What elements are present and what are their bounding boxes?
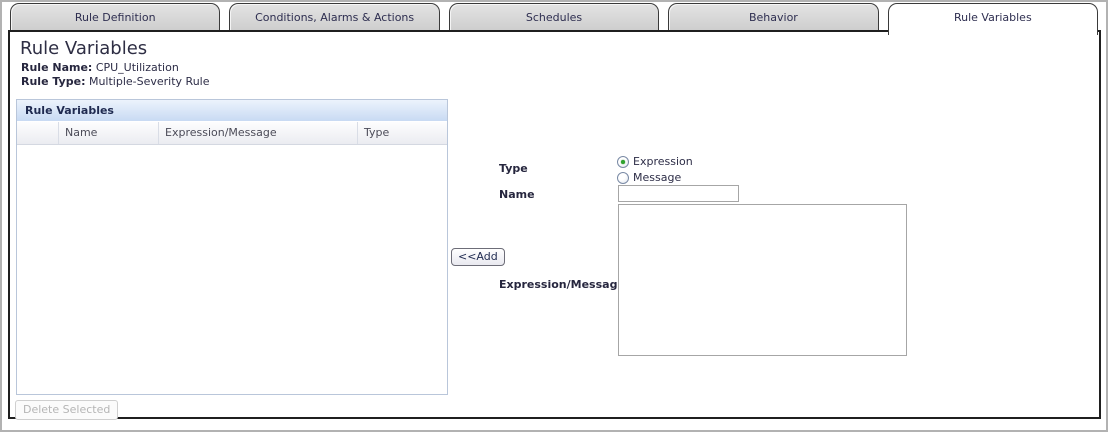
rule-name-label: Rule Name:	[21, 61, 93, 74]
table-body[interactable]	[17, 145, 447, 394]
radio-message-label: Message	[633, 171, 682, 184]
tab-label: Conditions, Alarms & Actions	[255, 10, 415, 24]
radio-option-message[interactable]: Message	[617, 170, 693, 185]
type-label: Type	[499, 162, 528, 175]
rule-type-value: Multiple-Severity Rule	[88, 75, 210, 88]
name-label: Name	[499, 188, 535, 201]
tab-label: Rule Variables	[953, 11, 1032, 24]
tab-conditions-alarms-actions[interactable]: Conditions, Alarms & Actions	[229, 3, 440, 30]
tab-label: Schedules	[525, 10, 583, 24]
column-header-type: Type	[357, 122, 447, 144]
rule-name-line: Rule Name: CPU_Utilization	[21, 61, 179, 74]
tab-label: Rule Definition	[74, 10, 156, 24]
delete-selected-button[interactable]: Delete Selected	[15, 400, 119, 420]
rule-type-label: Rule Type:	[21, 75, 86, 88]
rule-variables-panel: Rule Variables Rule Name: CPU_Utilizatio…	[8, 30, 1101, 420]
rule-name-value: CPU_Utilization	[95, 61, 179, 74]
column-header-expression-message: Expression/Message	[158, 122, 357, 144]
tab-behavior[interactable]: Behavior	[668, 3, 879, 30]
table-title: Rule Variables	[17, 100, 447, 122]
type-radio-group: Expression Message	[617, 154, 693, 186]
radio-option-expression[interactable]: Expression	[617, 154, 693, 169]
column-header-name: Name	[58, 122, 158, 144]
expression-message-textarea[interactable]	[618, 204, 907, 356]
radio-expression-icon[interactable]	[617, 155, 629, 168]
radio-expression-label: Expression	[633, 155, 693, 168]
rule-variables-table: Rule Variables Name Expression/Message T…	[16, 99, 448, 395]
column-header-select	[17, 122, 58, 144]
tab-label: Behavior	[748, 10, 798, 24]
name-input[interactable]	[618, 185, 739, 202]
tab-rule-definition[interactable]: Rule Definition	[10, 3, 221, 30]
table-header-row: Name Expression/Message Type	[17, 122, 447, 145]
tab-bar: Rule Definition Conditions, Alarms & Act…	[10, 3, 1099, 35]
expression-message-label: Expression/Message	[499, 278, 625, 291]
page-title: Rule Variables	[20, 38, 148, 59]
rule-type-line: Rule Type: Multiple-Severity Rule	[21, 75, 210, 88]
tab-schedules[interactable]: Schedules	[448, 3, 660, 30]
add-button[interactable]: <<Add	[451, 248, 505, 266]
radio-message-icon[interactable]	[617, 171, 629, 184]
tab-rule-variables[interactable]: Rule Variables	[887, 3, 1099, 35]
